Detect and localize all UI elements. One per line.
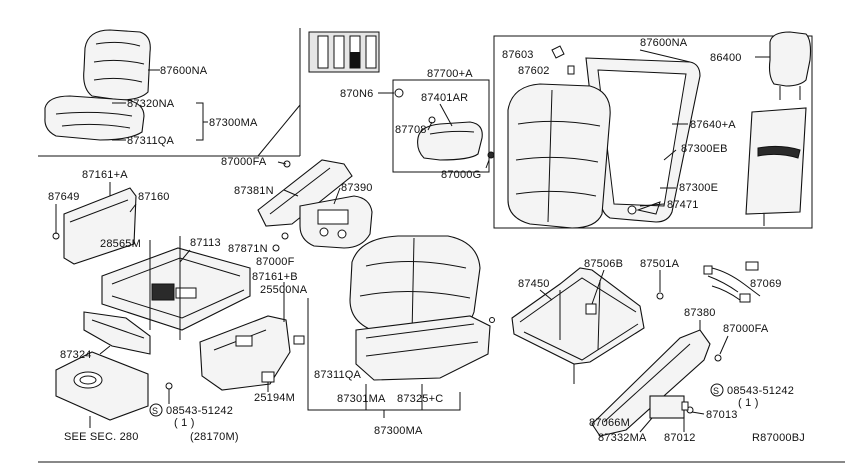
armrest-group: 87700+A 870N6 87401AR 87708 87000G: [340, 68, 495, 181]
region-dividers: [38, 28, 845, 463]
part-quantity: ( 1 ): [738, 397, 759, 409]
bolt-icon: [656, 292, 664, 300]
part-label: 87161+A: [82, 169, 128, 181]
part-label: 28565M: [100, 238, 141, 250]
bolt-icon: [714, 354, 722, 362]
side-trim-group: 87380 87000FA S 08543-51242 ( 1 ) 87013 …: [589, 307, 794, 444]
bolt-icon: [165, 382, 173, 390]
part-label: 87301MA: [337, 393, 386, 405]
part-quantity: ( 1 ): [174, 417, 195, 429]
seat-cushion-group: 87311QA 87301MA 87325+C 87300MA: [307, 235, 495, 437]
part-label: 87471: [667, 199, 699, 211]
complete-seat-thumbnail: [44, 29, 151, 141]
seat-frame-group: 87161+A 87649 87160 28565M 87113 87161+B…: [48, 169, 308, 443]
part-label: 87160: [138, 191, 170, 203]
clip-icon: [489, 317, 495, 323]
part-label: 87013: [706, 409, 738, 421]
connector-icon: [293, 335, 305, 345]
clip-icon: [567, 65, 575, 75]
part-label: 87600NA: [640, 37, 688, 49]
part-label: 87012: [664, 432, 696, 444]
bolt-spec-symbol: [710, 383, 724, 397]
part-label: 86400: [710, 52, 742, 64]
part-label: 870N6: [340, 88, 373, 100]
part-label: 87390: [341, 182, 373, 194]
part-label: 87381N: [234, 185, 274, 197]
part-label: 87450: [518, 278, 550, 290]
part-label: 87000FA: [221, 156, 267, 168]
part-label: 25194M: [254, 392, 295, 404]
part-label: 87600NA: [160, 65, 208, 77]
nut-icon: [394, 88, 404, 98]
part-label: 87401AR: [421, 92, 468, 104]
part-label: 87380: [684, 307, 716, 319]
part-label: 87000F: [256, 256, 295, 268]
part-label: 87506B: [584, 258, 623, 270]
bolt-spec-letter: S: [152, 406, 158, 416]
part-label: 87602: [518, 65, 550, 77]
part-label: 87332MA: [598, 432, 647, 444]
part-label: 25500NA: [260, 284, 308, 296]
part-label: 87700+A: [427, 68, 473, 80]
label-group-top-left: 87600NA 87320NA 87300MA 87311QA: [112, 65, 258, 147]
part-label: 87708: [395, 124, 427, 136]
part-label: 87000G: [441, 169, 481, 181]
bolt-spec-letter: S: [713, 386, 719, 396]
bolt-icon: [487, 151, 495, 159]
part-label: 87603: [502, 49, 534, 61]
part-label: 87300E: [679, 182, 718, 194]
part-label: 08543-51242: [166, 405, 233, 417]
part-label: 87161+B: [252, 271, 298, 283]
part-label: 87000FA: [723, 323, 769, 335]
switch-icon: [281, 232, 289, 240]
part-label: 87113: [190, 237, 221, 249]
part-label: 87300MA: [374, 425, 423, 437]
part-label: 87640+A: [690, 119, 736, 131]
screw-icon: [272, 244, 280, 252]
part-label: 87069: [750, 278, 782, 290]
part-label: 87320NA: [127, 98, 175, 110]
bolt-spec-symbol: [149, 403, 163, 417]
clip-icon: [551, 45, 565, 59]
clip-icon: [261, 371, 275, 383]
side-cover-group: 87000FA 87381N 87390 87871N 87000F: [221, 156, 373, 268]
part-label: 87871N: [228, 243, 268, 255]
part-label: 87311QA: [127, 135, 175, 147]
part-label: (28170M): [190, 431, 239, 443]
seatback-group: 87603 87602 87600NA 86400 87640+A 87300E…: [502, 31, 812, 229]
washer-icon: [627, 205, 637, 215]
part-label: 87300MA: [209, 117, 258, 129]
part-label: 87311QA: [314, 369, 362, 381]
part-label: 87300EB: [681, 143, 728, 155]
clip-icon: [681, 401, 689, 411]
part-label: 87649: [48, 191, 80, 203]
part-label: 87324: [60, 349, 92, 361]
part-label: 87501A: [640, 258, 680, 270]
catalog-code: R87000BJ: [752, 432, 805, 444]
part-label: SEE SEC. 280: [64, 431, 139, 443]
wire-harness-group: 87069: [703, 261, 782, 303]
part-label: 08543-51242: [727, 385, 794, 397]
vehicle-key-thumbnail: [308, 31, 380, 73]
part-label: 87325+C: [397, 393, 443, 405]
seatback-frame-box: [493, 35, 813, 229]
slide-rail-group: 87450 87506B 87501A: [511, 258, 680, 384]
part-label: 87066M: [589, 417, 630, 429]
